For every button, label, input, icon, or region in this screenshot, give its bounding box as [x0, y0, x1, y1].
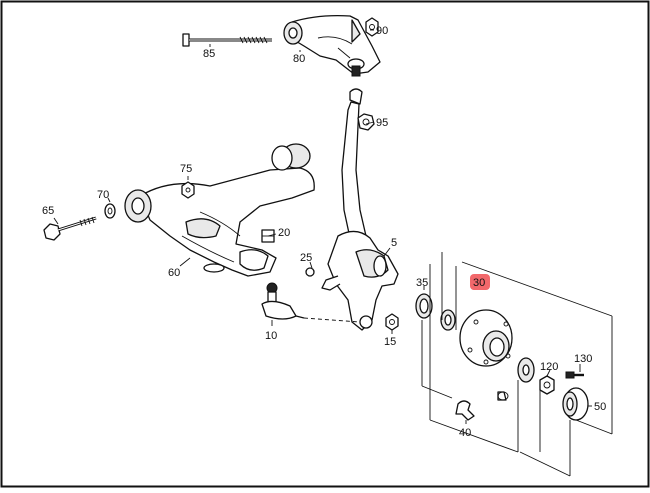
callout-85[interactable]: 85 [203, 48, 215, 60]
callout-90[interactable]: 90 [376, 25, 388, 37]
part-85-bolt[interactable] [182, 33, 272, 47]
callout-35[interactable]: 35 [416, 277, 428, 289]
part-130-screw[interactable] [565, 371, 584, 379]
callout-80[interactable]: 80 [293, 53, 305, 65]
part-80-upper-mount[interactable] [283, 14, 381, 77]
leader-lines [53, 29, 613, 477]
callout-25[interactable]: 25 [300, 252, 312, 264]
part-75-nut[interactable] [181, 181, 195, 199]
callout-5[interactable]: 5 [391, 237, 397, 249]
part-60-lower-control-arm[interactable] [124, 143, 315, 277]
callout-70[interactable]: 70 [97, 189, 109, 201]
callout-15[interactable]: 15 [384, 336, 396, 348]
callout-130[interactable]: 130 [574, 353, 592, 365]
callout-60[interactable]: 60 [168, 267, 180, 279]
wrench-icon [455, 400, 475, 421]
callout-75[interactable]: 75 [180, 163, 192, 175]
callout-10[interactable]: 10 [265, 330, 277, 342]
callout-labels: 85 80 90 95 75 70 65 20 25 5 60 10 15 35… [42, 25, 606, 439]
outer-bearing [517, 357, 535, 383]
inner-bearing [440, 309, 456, 331]
part-50-grease-cap[interactable] [562, 387, 589, 421]
callout-30[interactable]: 30 [473, 277, 485, 289]
part-25-nut[interactable] [305, 267, 315, 277]
part-5-steering-knuckle[interactable] [321, 88, 399, 331]
callout-120[interactable]: 120 [540, 361, 558, 373]
part-30-wheel-hub[interactable] [459, 309, 513, 367]
callout-65[interactable]: 65 [42, 205, 54, 217]
part-65-bolt[interactable] [43, 216, 97, 241]
callout-20[interactable]: 20 [278, 227, 290, 239]
highlight-30 [470, 274, 490, 290]
callout-40[interactable]: 40 [459, 427, 471, 439]
part-70-washer[interactable] [104, 203, 116, 219]
part-95-nut[interactable] [357, 113, 375, 131]
part-15-nut[interactable] [385, 313, 399, 331]
callout-95[interactable]: 95 [376, 117, 388, 129]
part-10-ball-joint[interactable] [261, 282, 361, 323]
part-90-nut[interactable] [365, 17, 379, 37]
part-40-sleeve[interactable] [497, 391, 509, 401]
part-120-nut[interactable] [539, 375, 555, 395]
callout-50[interactable]: 50 [594, 401, 606, 413]
part-35-seal[interactable] [415, 293, 433, 319]
